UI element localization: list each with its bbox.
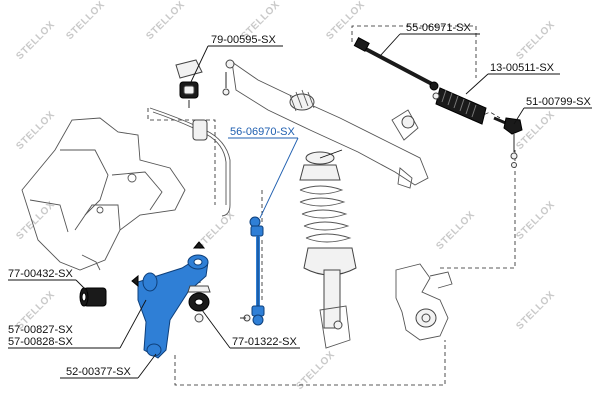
lower-arm-bushing-rear [187, 285, 211, 323]
lower-arm-bushing-front [79, 287, 107, 307]
watermark-text: STELLOX [324, 0, 367, 42]
stabilizer-bushing-set [175, 59, 203, 108]
steering-rack-boot [432, 87, 487, 125]
watermark-text: STELLOX [514, 289, 557, 332]
stabilizer-bar [149, 107, 231, 217]
part-label-51-00799: 51-00799-SX [526, 96, 591, 108]
leader-line [379, 33, 401, 57]
part-label-79-00595: 79-00595-SX [211, 34, 276, 46]
watermark-text: STELLOX [14, 199, 57, 242]
watermark-group: STELLOX STELLOX STELLOX STELLOX STELLOX … [14, 0, 557, 392]
leader-line [259, 137, 299, 219]
steering-knuckle [395, 263, 453, 341]
part-label-57-00827: 57-00827-SX [8, 324, 73, 336]
leader-line [75, 279, 89, 293]
guide-line [440, 150, 516, 269]
subframe-sketch [21, 117, 186, 271]
watermark-text: STELLOX [14, 19, 57, 62]
watermark-text: STELLOX [514, 199, 557, 242]
strut-assembly [299, 149, 357, 349]
part-label-56-06970: 56-06970-SX [230, 126, 295, 138]
stabilizer-link [249, 216, 265, 326]
steering-rack [222, 59, 429, 189]
watermark-text: STELLOX [294, 349, 337, 392]
leader-line [201, 309, 231, 349]
lower-control-arm [137, 254, 209, 359]
strut-body [323, 269, 341, 329]
part-label-57-00828: 57-00828-SX [8, 336, 73, 348]
leader-line [465, 73, 489, 95]
part-label-77-01322: 77-01322-SX [232, 336, 297, 348]
part-label-52-00377: 52-00377-SX [66, 366, 131, 378]
leader-line [513, 107, 525, 125]
part-label-13-00511: 13-00511-SX [490, 62, 555, 74]
part-label-55-06971: 55-06971-SX [406, 22, 471, 34]
leader-line [189, 45, 209, 85]
watermark-text: STELLOX [514, 19, 557, 62]
bushing-bracket [175, 59, 203, 79]
guide-line [174, 340, 446, 386]
part-labels: 79-00595-SX 55-06971-SX 13-00511-SX 51-0… [8, 22, 591, 378]
watermark-text: STELLOX [144, 0, 187, 42]
inner-tie-rod [353, 36, 439, 91]
leader-line [119, 299, 147, 349]
fasteners [131, 241, 251, 322]
callout-leaders [8, 33, 592, 379]
watermark-text: STELLOX [434, 209, 477, 252]
leader-line [137, 353, 157, 379]
part-label-77-00432: 77-00432-SX [8, 268, 73, 280]
stabilizer-bushing [192, 119, 208, 141]
watermark-text: STELLOX [14, 109, 57, 152]
guide-line [351, 25, 477, 78]
tie-rod-end [493, 116, 523, 168]
watermark-text: STELLOX [64, 0, 107, 42]
